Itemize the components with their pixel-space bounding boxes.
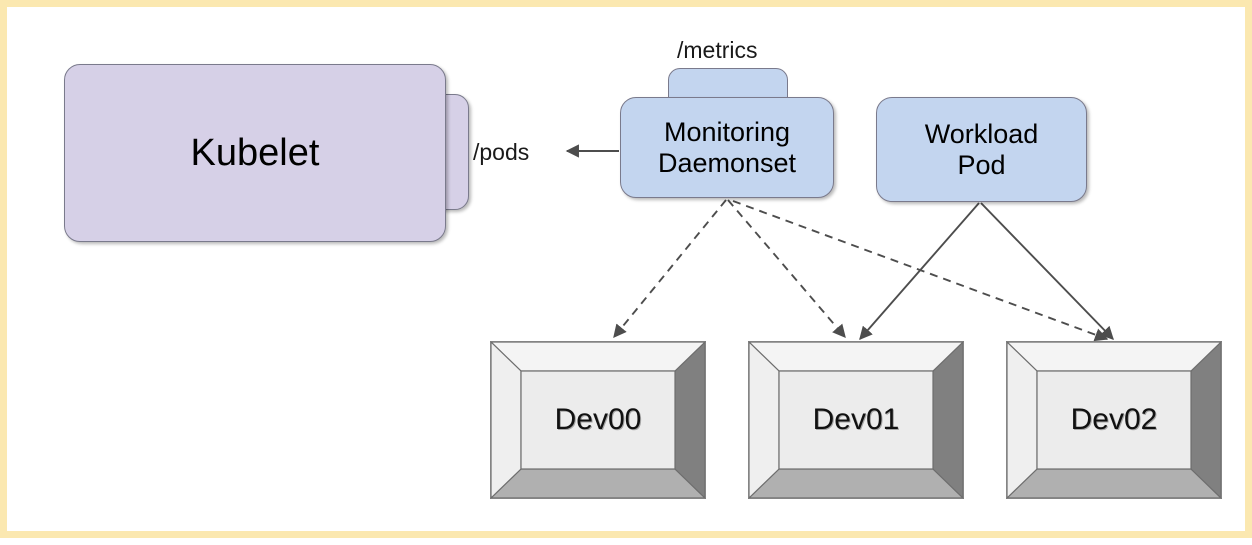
port-label-metrics: /metrics	[677, 37, 758, 63]
device-box-dev02[interactable]: Dev02	[1006, 341, 1222, 499]
device-box-shape	[490, 341, 706, 499]
device-label: Dev02	[1070, 403, 1158, 436]
node-kubelet[interactable]: Kubelet	[64, 64, 446, 242]
edge-workloadpod-to-dev02	[980, 202, 1114, 340]
device-box-dev00[interactable]: Dev00	[490, 341, 706, 499]
port-label-pods: /pods	[473, 139, 530, 165]
edge-daemonset-to-dev02	[732, 200, 1109, 342]
edge-daemonset-to-dev01	[727, 199, 846, 339]
node-monitoring-daemonset[interactable]: Monitoring Daemonset	[620, 97, 834, 198]
device-box-dev01[interactable]: Dev01	[748, 341, 964, 499]
device-box-shape	[748, 341, 964, 499]
edge-workloadpod-to-dev01	[859, 202, 980, 341]
daemonset-metrics-port-tab	[668, 68, 788, 102]
device-box-shape	[1006, 341, 1222, 499]
node-monitoring-daemonset-label: Monitoring Daemonset	[657, 117, 797, 178]
node-kubelet-label: Kubelet	[190, 131, 320, 174]
device-label: Dev00	[554, 403, 642, 436]
node-workload-pod-label: Workload Pod	[924, 119, 1039, 180]
device-label: Dev01	[812, 403, 900, 436]
node-workload-pod[interactable]: Workload Pod	[876, 97, 1087, 202]
diagram-canvas: Kubelet (solid, arrow pointing left) -->…	[7, 7, 1245, 531]
edge-daemonset-to-dev00	[613, 199, 727, 339]
